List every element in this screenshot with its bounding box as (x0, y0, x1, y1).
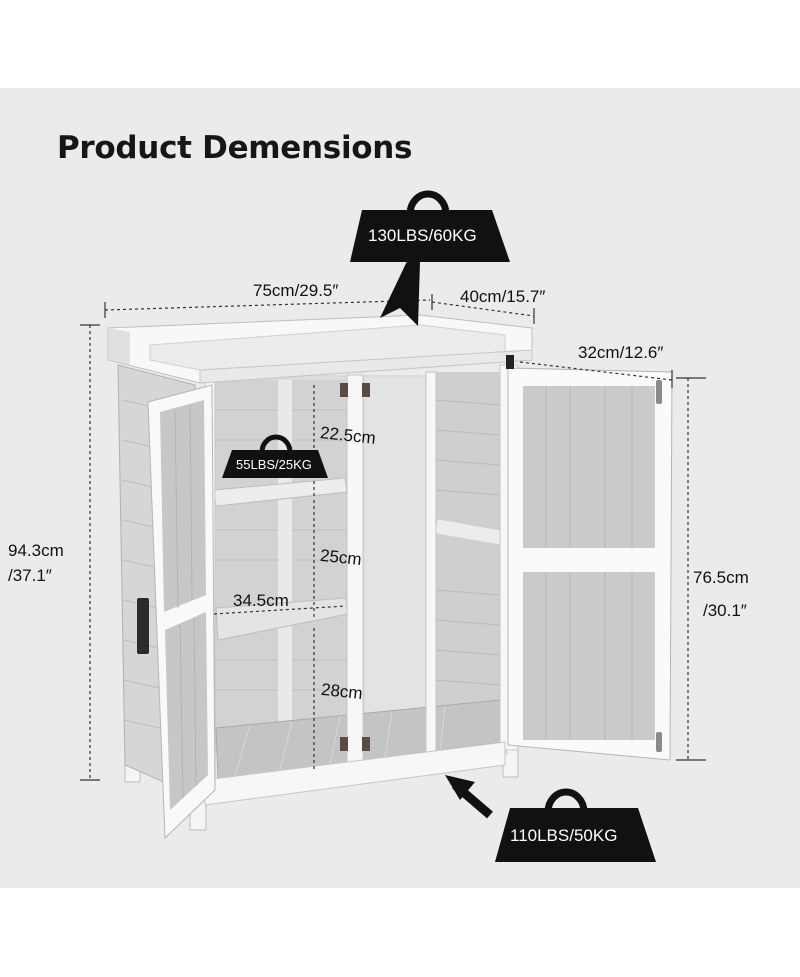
inner-height-in-label: /30.1″ (703, 601, 747, 620)
depth-label: 40cm/15.7″ (460, 287, 546, 306)
shelf-weight-label: 55LBS/25KG (236, 457, 312, 472)
top-weight-badge (350, 190, 510, 262)
bottom-weight-badge (495, 788, 656, 862)
shelf-weight-badge (222, 434, 328, 478)
shelf-gap-bottom-label: 28cm (320, 679, 364, 704)
top-weight-label: 130LBS/60KG (368, 226, 477, 245)
bottom-weight-label: 110LBS/50KG (510, 826, 618, 845)
shelf-width-label: 34.5cm (233, 591, 289, 610)
inner-height-cm-label: 76.5cm (693, 568, 749, 587)
width-label: 75cm/29.5″ (253, 281, 339, 300)
shelf-gap-mid-label: 25cm (319, 545, 363, 570)
inner-depth-label: 32cm/12.6″ (578, 343, 664, 362)
height-cm-label: 94.3cm (8, 541, 64, 560)
height-in-label: /37.1″ (8, 566, 52, 585)
page-title: Product Demensions (57, 130, 413, 166)
